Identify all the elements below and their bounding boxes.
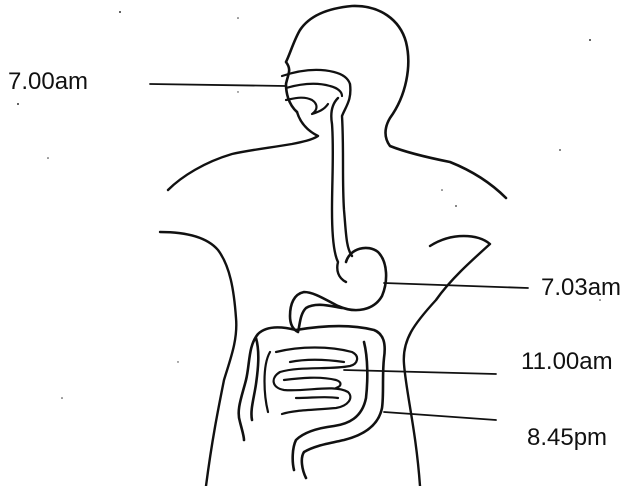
left-neck-shoulder-outline xyxy=(168,112,318,190)
esophagus-right xyxy=(342,84,352,256)
right-torso-outline xyxy=(404,236,490,486)
left-torso-outline xyxy=(160,232,236,486)
small-intestine xyxy=(265,348,358,415)
tongue xyxy=(286,84,342,96)
mouth-time-label: 7.00am xyxy=(8,70,88,94)
mouth-leader-line xyxy=(150,84,286,86)
large-intestine-time-label: 8.45pm xyxy=(527,426,607,450)
large-intestine-leader-line xyxy=(384,412,496,420)
stomach-time-label: 7.03am xyxy=(541,276,621,300)
stomach-leader-line xyxy=(384,283,528,288)
upper-lip xyxy=(282,70,350,84)
head-outline xyxy=(286,6,506,198)
large-intestine xyxy=(239,326,385,478)
small-intestine-time-label: 11.00am xyxy=(521,350,613,374)
